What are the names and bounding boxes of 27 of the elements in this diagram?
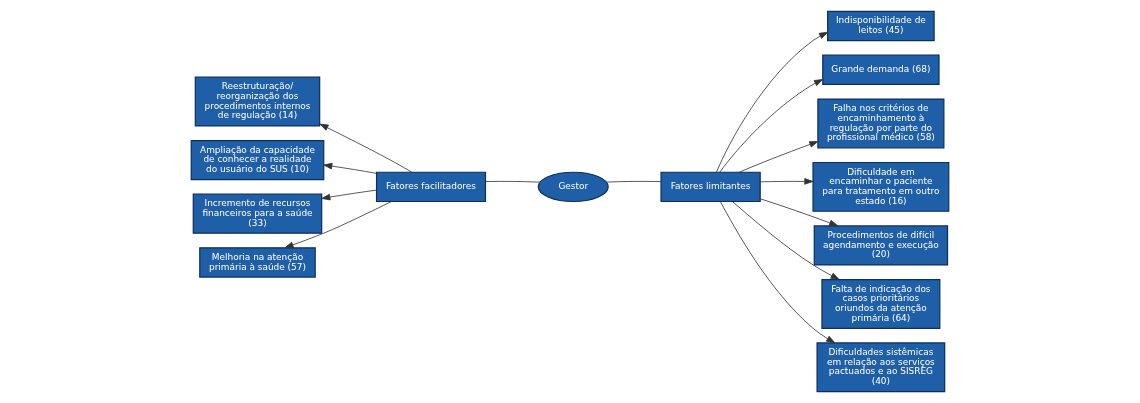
arrow [719, 201, 836, 344]
arrow [323, 162, 377, 174]
arrow [321, 189, 377, 201]
node-ellipse: Gestor [537, 171, 609, 203]
connector [485, 180, 541, 183]
arrow [319, 123, 413, 173]
node-box: Ampliação da capacidade de conhecer a realidade do usuário do SUS (10) [190, 139, 325, 181]
node-box: Grande demanda (68) [822, 54, 940, 86]
node-box: Fatores limitantes [660, 171, 761, 203]
arrow [731, 201, 840, 280]
node-box: Falta de indicação dos casos prioritários oriundos da atenção primária (64) [821, 278, 941, 329]
node-box: Falha nos critérios de encaminhamento à regulação por parte do profissional médico (58) [817, 98, 945, 149]
node-box: Dificuldade em encaminhar o paciente para tratamento em outro estado (16) [812, 161, 950, 212]
node-box: Incremento de recursos financeiros para a saúde (33) [192, 193, 323, 234]
node-box: Indisponibilidade de leitos (45) [827, 10, 935, 42]
node-box: Procedimentos de difícil agendamento e execução (20) [813, 225, 949, 266]
arrow [719, 79, 824, 173]
arrow [759, 198, 839, 227]
node-box: Reestruturação/ reorganização dos procedimentos internos de regulação (14) [194, 76, 321, 127]
arrow [759, 178, 814, 185]
connector [606, 180, 662, 183]
arrow [284, 201, 392, 249]
node-box: Fatores facilitadores [375, 171, 487, 203]
node-box: Dificuldades sistêmicas em relação aos serviços pactuados e ao SISREG (40) [816, 342, 946, 393]
arrow [716, 31, 828, 173]
arrow [738, 141, 819, 173]
node-box: Melhoria na atenção primária à saúde (57) [199, 247, 316, 278]
